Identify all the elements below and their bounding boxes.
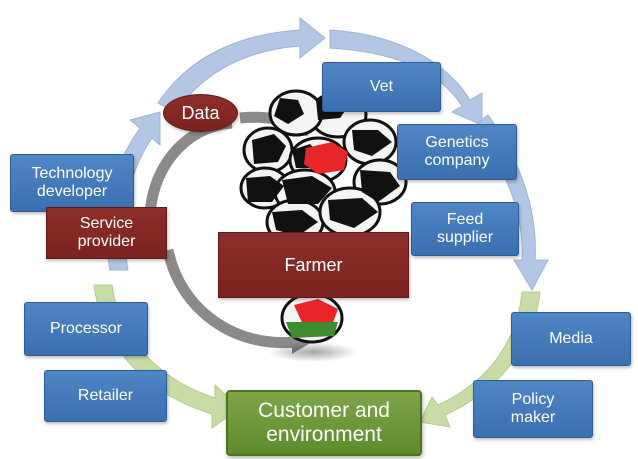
media-box: Media	[511, 312, 631, 366]
data-label: Data	[181, 102, 220, 123]
cow-green-patch	[286, 322, 338, 338]
feed-label-line2: supplier	[436, 229, 494, 246]
genetics-label-line1: Genetics	[425, 133, 489, 151]
feed-label-line1: Feed	[446, 210, 484, 228]
retailer-box: Retailer	[44, 370, 167, 422]
arrow-top-right	[329, 29, 483, 126]
processor-box: Processor	[24, 302, 148, 356]
policy-label-line1: Policy	[511, 390, 555, 408]
genetics-label-line2: company	[424, 152, 490, 169]
customer-label-line2: environment	[266, 423, 382, 446]
retailer-label: Retailer	[77, 386, 134, 404]
processor-label: Processor	[49, 319, 123, 337]
vet-box: Vet	[322, 62, 441, 112]
policy-label-line2: maker	[510, 409, 556, 426]
feed-supplier-box: Feed supplier	[411, 202, 519, 256]
customer-environment-box: Customer and environment	[226, 390, 422, 456]
farmer-box: Farmer	[218, 232, 409, 298]
customer-label-line1: Customer and	[258, 398, 390, 422]
cow-red-patches	[294, 142, 348, 327]
vet-label: Vet	[369, 77, 394, 95]
service-label-line2: provider	[77, 233, 136, 250]
technology-label-line1: Technology	[31, 164, 113, 182]
media-label: Media	[549, 329, 593, 347]
oval-shadow	[268, 342, 358, 362]
technology-developer-box: Technology developer	[10, 154, 134, 212]
service-provider-box: Service provider	[46, 207, 167, 259]
technology-label-line2: developer	[36, 183, 108, 200]
policy-maker-box: Policy maker	[473, 380, 593, 438]
service-label-line1: Service	[79, 214, 134, 232]
farmer-label: Farmer	[284, 254, 343, 275]
genetics-company-box: Genetics company	[397, 124, 517, 180]
data-node: Data	[163, 94, 238, 132]
arrow-top	[157, 16, 326, 113]
